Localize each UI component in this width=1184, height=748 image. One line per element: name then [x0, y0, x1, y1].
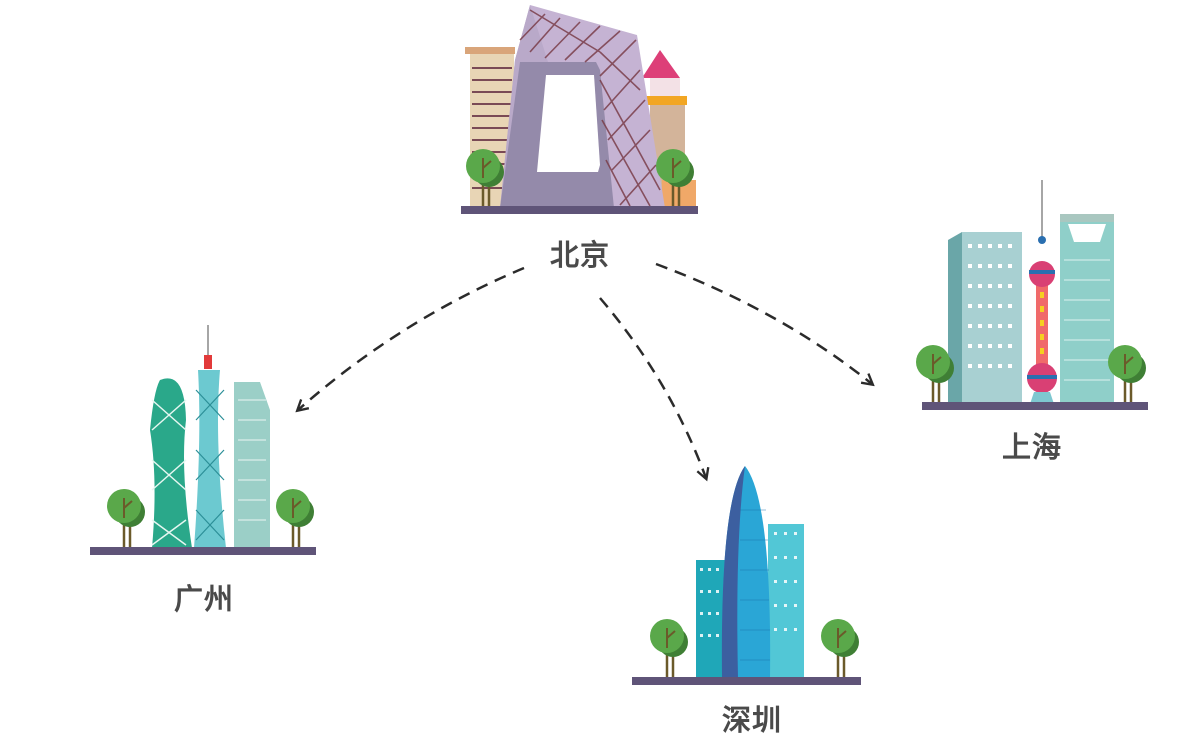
- arrow-beijing-to-shenzhen: [599, 297, 706, 478]
- label-beijing: 北京: [549, 238, 611, 272]
- label-guangzhou: 广州: [173, 582, 235, 616]
- shenzhen-illustration: [632, 466, 861, 685]
- shanghai-illustration: [914, 180, 1148, 410]
- arrow-beijing-to-guangzhou: [298, 266, 525, 410]
- arrow-beijing-to-shanghai: [655, 262, 872, 384]
- guangzhou-illustration: [90, 325, 316, 555]
- label-shenzhen: 深圳: [721, 703, 783, 737]
- beijing-illustration: [461, 5, 698, 214]
- label-shanghai: 上海: [1001, 430, 1063, 464]
